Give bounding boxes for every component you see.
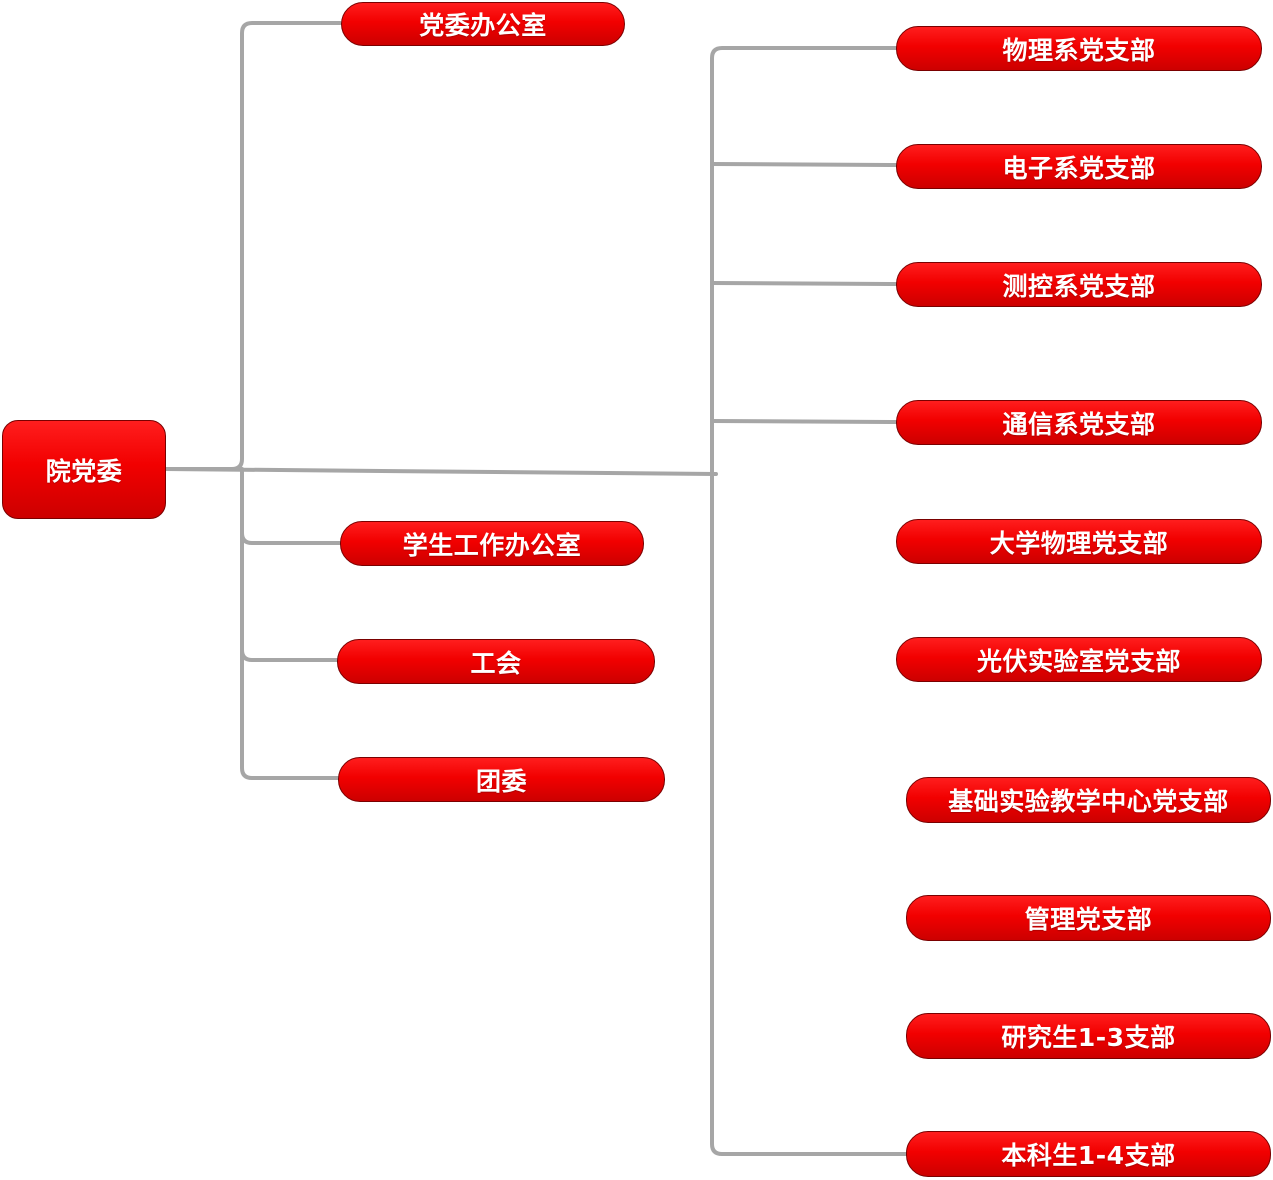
branch-node-photovoltaic-lab: 光伏实验室党支部: [896, 637, 1262, 682]
connector-to-student-office: [240, 531, 342, 545]
branch-node-label: 管理党支部: [1024, 905, 1153, 934]
branch-node-label: 本科生1-4支部: [1001, 1141, 1176, 1170]
branch-node-label: 物理系党支部: [1002, 35, 1156, 65]
branch-node-label: 研究生1-3支部: [1001, 1023, 1176, 1052]
branch-node-graduate: 研究生1-3支部: [906, 1013, 1271, 1059]
office-node-youth-league: 团委: [338, 757, 665, 802]
connector-right-trunk: [710, 46, 908, 1156]
connector-to-measurement: [710, 281, 898, 286]
connector-root-right: [163, 467, 718, 476]
branch-node-label: 通信系党支部: [1002, 409, 1156, 439]
office-node-label: 党委办公室: [419, 11, 547, 40]
connector-root-left-trunk: [163, 21, 342, 471]
branch-node-label: 光伏实验室党支部: [976, 646, 1181, 676]
branch-node-physics: 物理系党支部: [896, 26, 1262, 71]
branch-node-electronics: 电子系党支部: [896, 144, 1262, 189]
branch-node-undergraduate: 本科生1-4支部: [906, 1131, 1271, 1177]
branch-node-management: 管理党支部: [906, 895, 1271, 941]
connector-to-electronics: [710, 162, 898, 167]
office-node-student-affairs: 学生工作办公室: [340, 521, 644, 566]
branch-node-label: 测控系党支部: [1002, 271, 1156, 301]
connector-to-union: [240, 648, 339, 662]
branch-node-label: 基础实验教学中心党支部: [948, 787, 1229, 816]
root-node-label: 院党委: [45, 456, 123, 486]
office-node-label: 学生工作办公室: [402, 530, 582, 560]
branch-node-experiment-center: 基础实验教学中心党支部: [906, 777, 1271, 823]
connector-left-lower-trunk: [240, 467, 340, 780]
office-node-label: 团委: [475, 766, 527, 796]
branch-node-measurement: 测控系党支部: [896, 262, 1262, 307]
office-node-party-office: 党委办公室: [341, 2, 625, 46]
office-node-label: 工会: [470, 648, 522, 678]
branch-node-label: 大学物理党支部: [989, 528, 1169, 558]
branch-node-college-physics: 大学物理党支部: [896, 519, 1262, 564]
branch-node-label: 电子系党支部: [1002, 153, 1156, 183]
branch-node-communication: 通信系党支部: [896, 400, 1262, 445]
root-node: 院党委: [2, 420, 166, 519]
office-node-union: 工会: [337, 639, 655, 684]
connector-to-communication: [710, 419, 898, 424]
